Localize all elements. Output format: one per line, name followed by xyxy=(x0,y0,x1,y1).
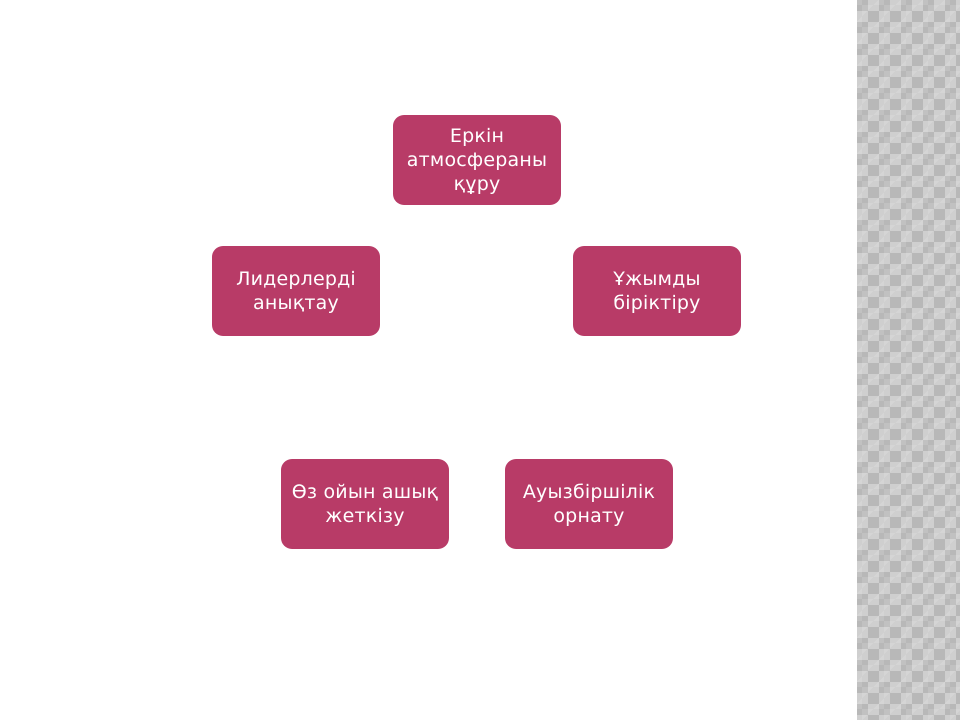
node-label: Еркін атмосфераны құру xyxy=(406,125,548,195)
cycle-node-team-unite: Ұжымды біріктіру xyxy=(573,246,741,336)
node-label: Өз ойын ашық жеткізу xyxy=(291,481,439,527)
node-label: Ауызбіршілік орнату xyxy=(522,481,656,527)
cycle-node-identify-leaders: Лидерлерді анықтау xyxy=(212,246,380,336)
slide-canvas: Еркін атмосфераны құру Ұжымды біріктіру … xyxy=(212,115,741,549)
cycle-node-unity: Ауызбіршілік орнату xyxy=(505,459,673,549)
decorative-side-pattern xyxy=(857,0,960,720)
node-label: Лидерлерді анықтау xyxy=(236,268,356,314)
cycle-node-express-opinion: Өз ойын ашық жеткізу xyxy=(281,459,449,549)
cycle-node-free-atmosphere: Еркін атмосфераны құру xyxy=(393,115,561,205)
node-label: Ұжымды біріктіру xyxy=(613,268,701,314)
